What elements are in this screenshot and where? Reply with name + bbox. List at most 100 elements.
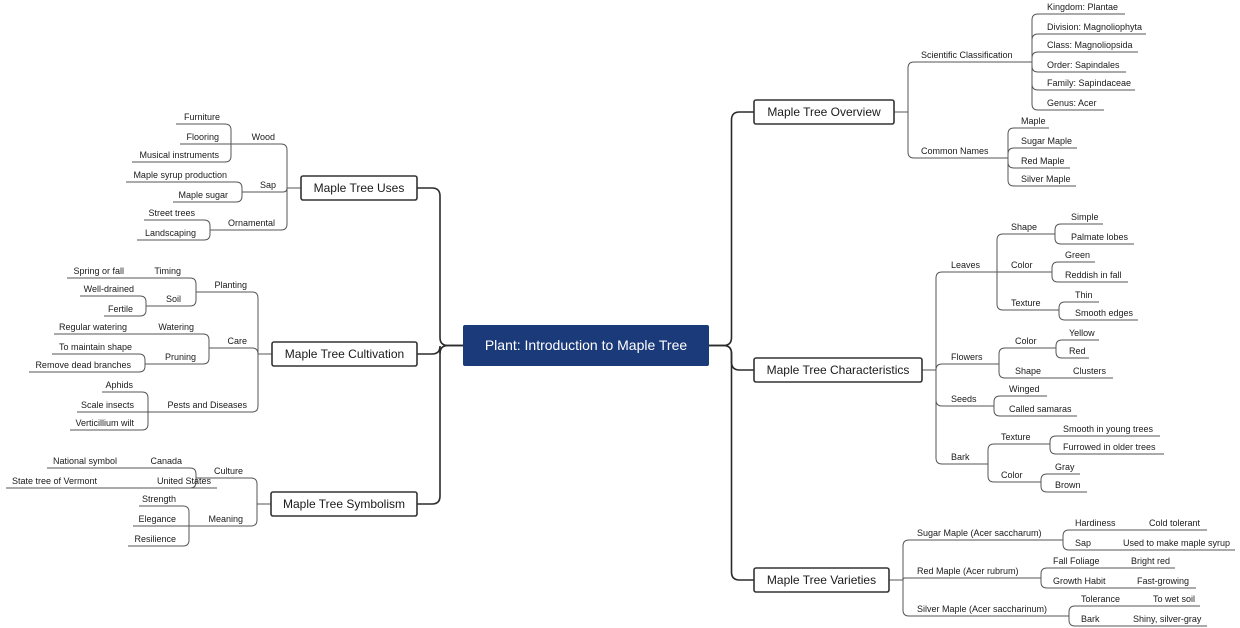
topic-label: To maintain shape [59, 342, 132, 352]
topic-smooth-edges[interactable]: Smooth edges [1069, 308, 1138, 321]
topic-furniture[interactable]: Furniture [176, 112, 226, 125]
topic-national-symbol[interactable]: National symbol [47, 456, 123, 469]
topic-silver-maple-acer-saccharinum[interactable]: Silver Maple (Acer saccharinum) [911, 604, 1055, 617]
topic-canada[interactable]: Canada [146, 456, 188, 469]
branch-maple-tree-varieties[interactable]: Maple Tree Varieties [753, 567, 890, 593]
topic-palmate-lobes[interactable]: Palmate lobes [1065, 232, 1134, 245]
branch-maple-tree-characteristics[interactable]: Maple Tree Characteristics [753, 357, 923, 383]
topic-simple[interactable]: Simple [1065, 212, 1103, 225]
topic-flowers[interactable]: Flowers [945, 352, 985, 365]
topic-watering[interactable]: Watering [154, 322, 200, 335]
topic-color[interactable]: Color [1005, 260, 1038, 273]
topic-leaves[interactable]: Leaves [945, 260, 983, 273]
topic-red-maple-acer-rubrum[interactable]: Red Maple (Acer rubrum) [911, 566, 1027, 579]
topic-common-names[interactable]: Common Names [915, 146, 994, 159]
topic-soil[interactable]: Soil [160, 294, 187, 307]
topic-bark[interactable]: Bark [945, 452, 974, 465]
branch-maple-tree-uses[interactable]: Maple Tree Uses [300, 175, 418, 201]
topic-family-sapindaceae[interactable]: Family: Sapindaceae [1041, 78, 1135, 91]
topic-silver-maple[interactable]: Silver Maple [1015, 174, 1076, 187]
topic-to-wet-soil[interactable]: To wet soil [1147, 594, 1200, 607]
topic-color[interactable]: Color [1009, 336, 1042, 349]
topic-hardiness[interactable]: Hardiness [1069, 518, 1121, 531]
topic-pests-and-diseases[interactable]: Pests and Diseases [162, 400, 253, 413]
topic-fall-foliage[interactable]: Fall Foliage [1047, 556, 1105, 569]
topic-division-magnoliophyta[interactable]: Division: Magnoliophyta [1041, 22, 1146, 35]
topic-care[interactable]: Care [223, 336, 253, 349]
topic-verticillium-wilt[interactable]: Verticillium wilt [70, 418, 140, 431]
topic-label: Color [1015, 336, 1037, 346]
branch-maple-tree-overview[interactable]: Maple Tree Overview [753, 99, 895, 125]
topic-united-states[interactable]: United States [124, 476, 217, 489]
topic-kingdom-plantae[interactable]: Kingdom: Plantae [1041, 2, 1125, 15]
topic-sugar-maple[interactable]: Sugar Maple [1015, 136, 1077, 149]
topic-state-tree-of-vermont[interactable]: State tree of Vermont [6, 476, 103, 489]
topic-strength[interactable]: Strength [139, 494, 182, 507]
topic-scientific-classification[interactable]: Scientific Classification [915, 50, 1018, 63]
topic-wood[interactable]: Wood [245, 132, 281, 145]
topic-flooring[interactable]: Flooring [180, 132, 225, 145]
topic-shape[interactable]: Shape [1005, 222, 1041, 235]
topic-connector [1055, 605, 1076, 617]
topic-clusters[interactable]: Clusters [1067, 366, 1113, 379]
topic-planting[interactable]: Planting [210, 280, 253, 293]
topic-thin[interactable]: Thin [1069, 290, 1099, 303]
topic-culture[interactable]: Culture [210, 466, 249, 479]
topic-remove-dead-branches[interactable]: Remove dead branches [29, 360, 137, 373]
topic-shiny-silver-gray[interactable]: Shiny, silver-gray [1127, 614, 1207, 627]
branch-maple-tree-cultivation[interactable]: Maple Tree Cultivation [271, 341, 418, 367]
topic-red-maple[interactable]: Red Maple [1015, 156, 1070, 169]
topic-landscaping[interactable]: Landscaping [137, 228, 202, 241]
topic-smooth-in-young-trees[interactable]: Smooth in young trees [1057, 424, 1160, 437]
topic-regular-watering[interactable]: Regular watering [54, 322, 133, 335]
topic-class-magnoliopsida[interactable]: Class: Magnoliopsida [1041, 40, 1138, 53]
topic-green[interactable]: Green [1059, 250, 1095, 263]
topic-connector [282, 187, 301, 193]
topic-musical-instruments[interactable]: Musical instruments [132, 150, 225, 163]
topic-gray[interactable]: Gray [1049, 462, 1080, 475]
topic-sap[interactable]: Sap [1069, 538, 1097, 551]
topic-fast-growing[interactable]: Fast-growing [1131, 576, 1196, 589]
topic-texture[interactable]: Texture [1005, 298, 1045, 311]
topic-elegance[interactable]: Elegance [133, 514, 182, 527]
topic-used-to-make-maple-syrup[interactable]: Used to make maple syrup [1117, 538, 1235, 551]
topic-spring-or-fall[interactable]: Spring or fall [67, 266, 130, 279]
topic-called-samaras[interactable]: Called samaras [1003, 404, 1077, 417]
topic-ornamental[interactable]: Ornamental [224, 218, 281, 231]
topic-sap[interactable]: Sap [256, 180, 282, 193]
topic-seeds[interactable]: Seeds [945, 394, 980, 407]
topic-texture[interactable]: Texture [995, 432, 1036, 445]
topic-well-drained[interactable]: Well-drained [80, 284, 140, 297]
topic-red[interactable]: Red [1063, 346, 1089, 359]
topic-maple[interactable]: Maple [1015, 116, 1049, 129]
topic-to-maintain-shape[interactable]: To maintain shape [52, 342, 138, 355]
topic-meaning[interactable]: Meaning [203, 514, 249, 527]
topic-label: Maple [1021, 116, 1046, 126]
topic-bark[interactable]: Bark [1075, 614, 1104, 627]
topic-brown[interactable]: Brown [1049, 480, 1087, 493]
topic-growth-habit[interactable]: Growth Habit [1047, 576, 1111, 589]
topic-maple-syrup-production[interactable]: Maple syrup production [126, 170, 233, 183]
topic-bright-red[interactable]: Bright red [1125, 556, 1175, 569]
topic-winged[interactable]: Winged [1003, 384, 1047, 397]
topic-aphids[interactable]: Aphids [102, 380, 139, 393]
topic-street-trees[interactable]: Street trees [144, 208, 201, 221]
topic-tolerance[interactable]: Tolerance [1075, 594, 1125, 607]
topic-color[interactable]: Color [995, 470, 1027, 483]
topic-genus-acer[interactable]: Genus: Acer [1041, 98, 1104, 111]
topic-sugar-maple-acer-saccharum[interactable]: Sugar Maple (Acer saccharum) [911, 528, 1049, 541]
topic-pruning[interactable]: Pruning [159, 352, 202, 365]
topic-furrowed-in-older-trees[interactable]: Furrowed in older trees [1057, 442, 1164, 455]
topic-cold-tolerant[interactable]: Cold tolerant [1143, 518, 1207, 531]
topic-yellow[interactable]: Yellow [1063, 328, 1099, 341]
topic-fertile[interactable]: Fertile [104, 304, 139, 317]
branch-maple-tree-symbolism[interactable]: Maple Tree Symbolism [270, 491, 418, 517]
topic-shape[interactable]: Shape [1009, 366, 1045, 379]
topic-reddish-in-fall[interactable]: Reddish in fall [1059, 270, 1128, 283]
topic-timing[interactable]: Timing [149, 266, 187, 279]
topic-scale-insects[interactable]: Scale insects [77, 400, 140, 413]
topic-resilience[interactable]: Resilience [128, 534, 182, 547]
topic-order-sapindales[interactable]: Order: Sapindales [1041, 60, 1126, 73]
topic-maple-sugar[interactable]: Maple sugar [173, 190, 234, 203]
central-topic[interactable]: Plant: Introduction to Maple Tree [463, 325, 709, 366]
